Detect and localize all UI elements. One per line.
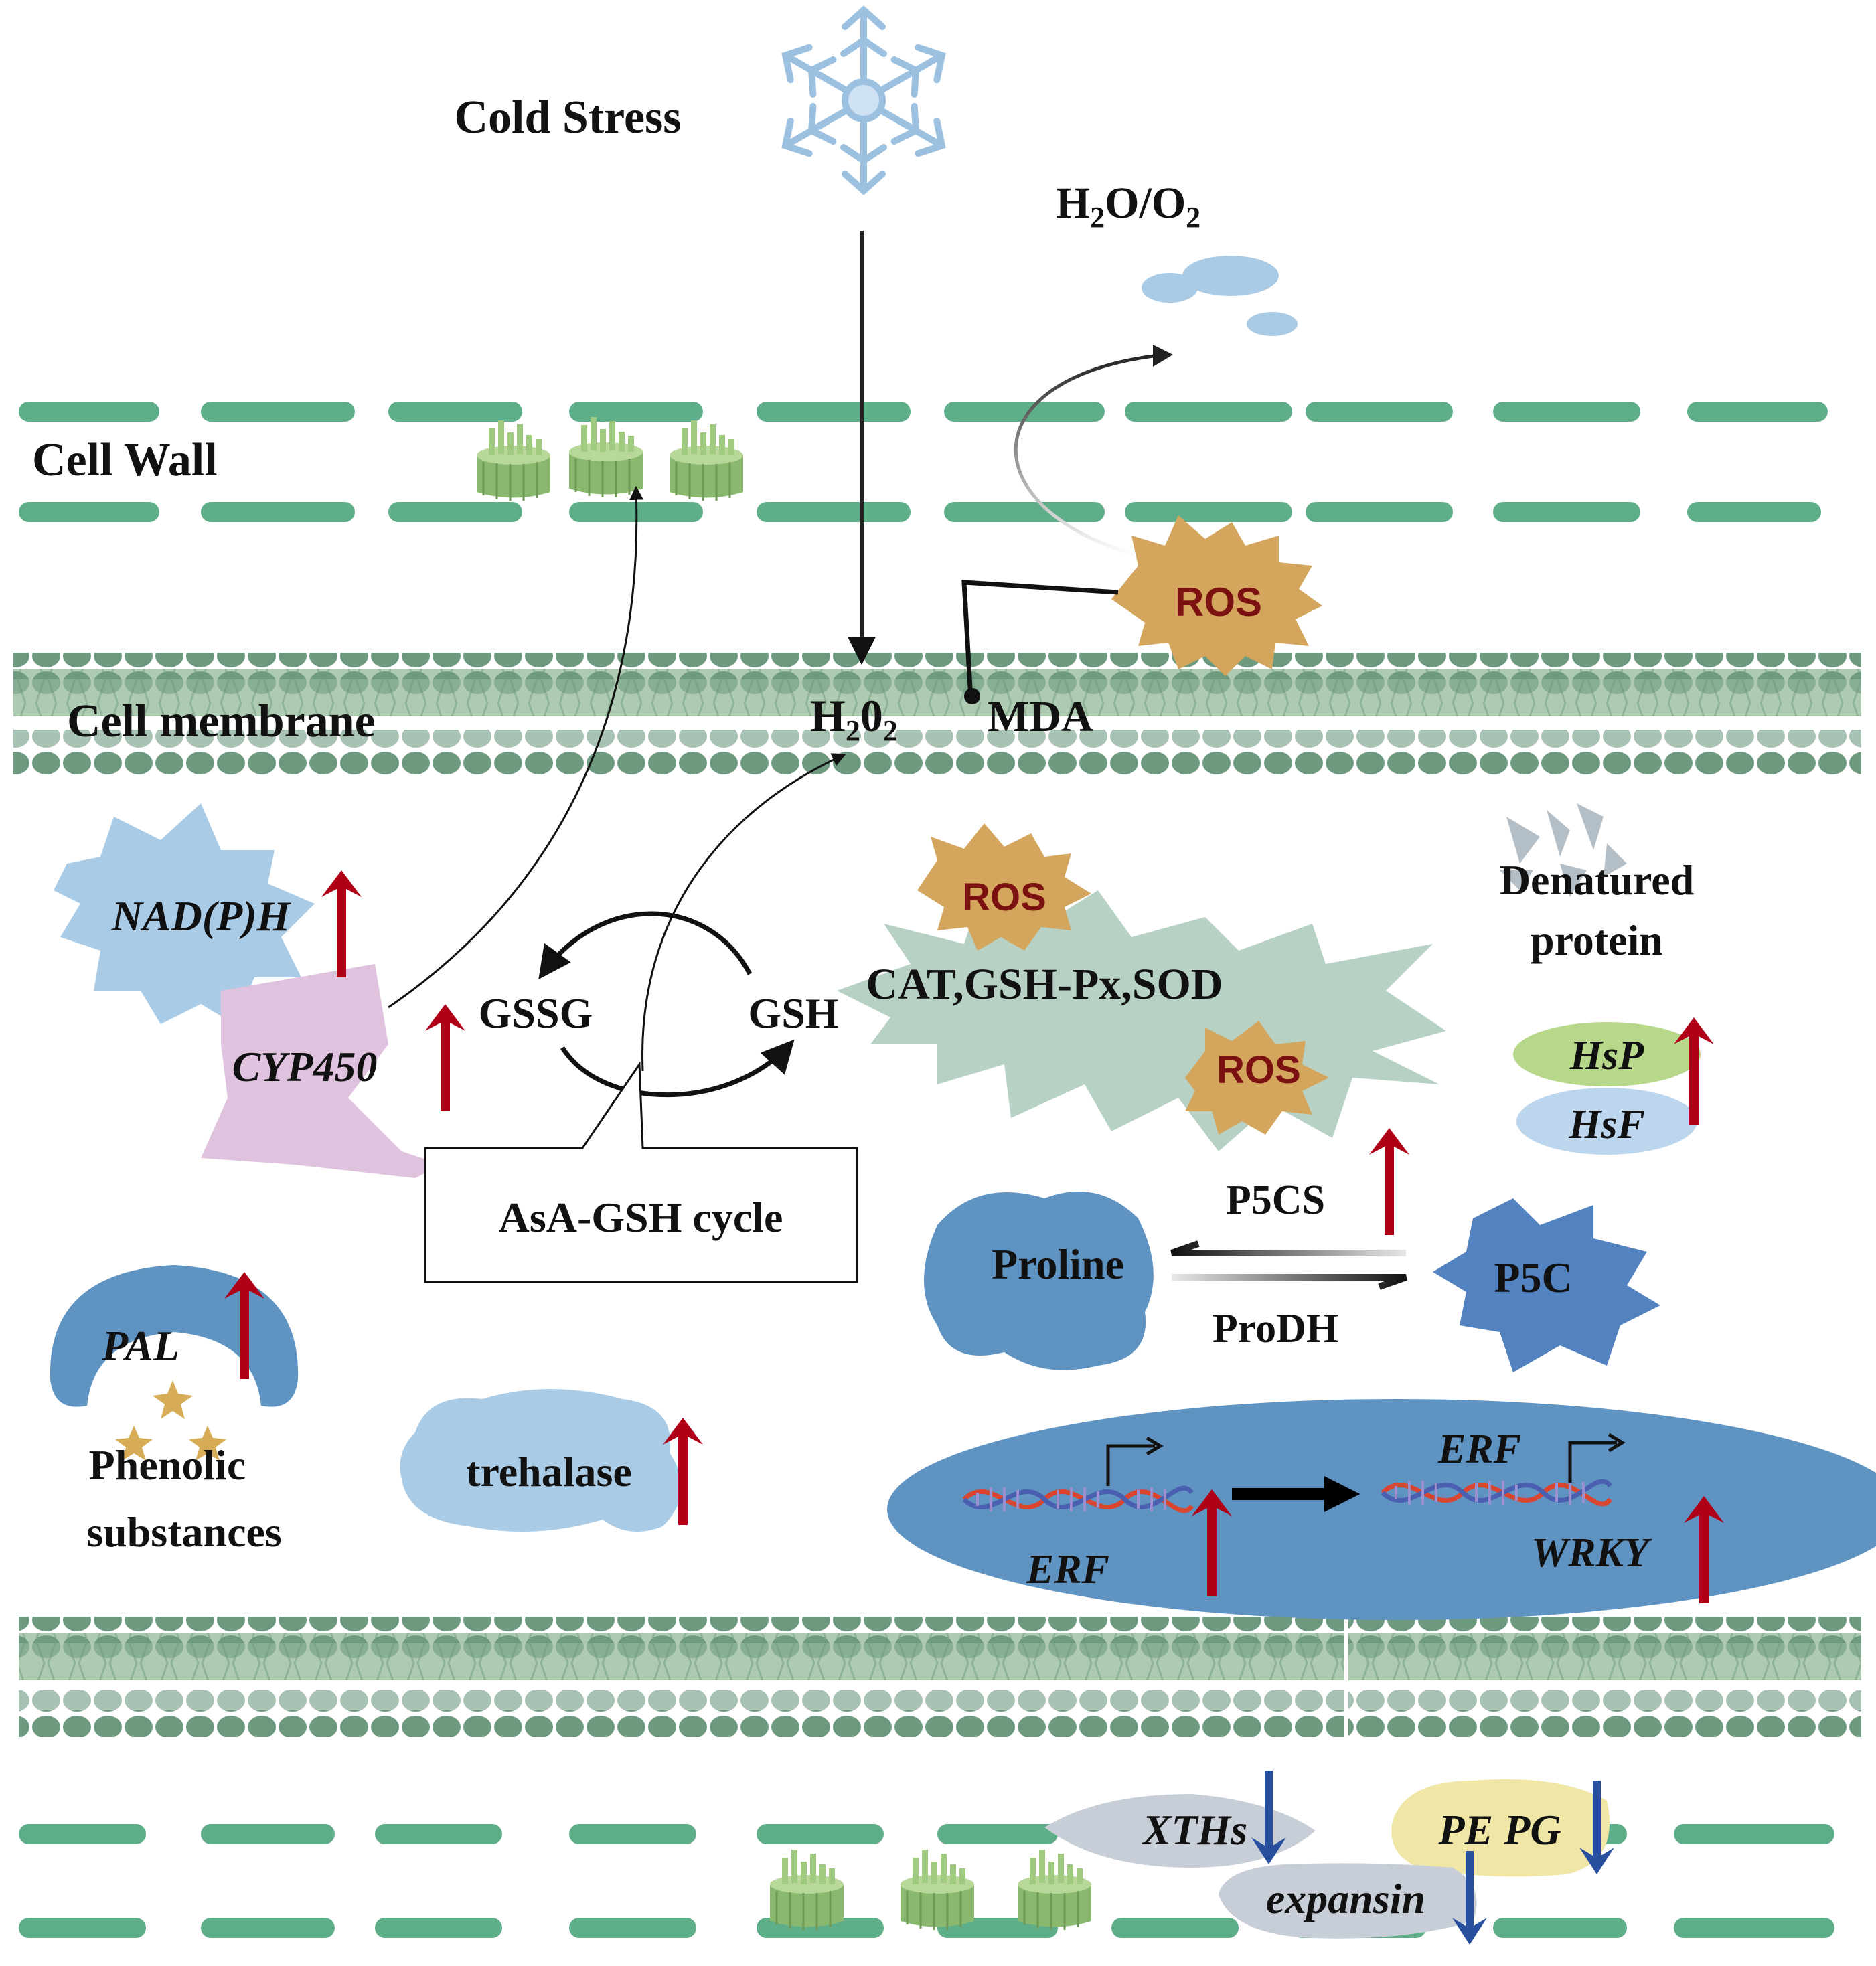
- p5cs-up-arrow-icon: [1369, 1128, 1409, 1235]
- top-cell-membrane: [13, 653, 1861, 776]
- h2o-o2-label: H2O/O2: [1056, 179, 1200, 234]
- gssg-label: GSSG: [479, 989, 593, 1037]
- pe-pg-label: PE PG: [1437, 1806, 1561, 1854]
- bottom-cell-membrane: [19, 1617, 1861, 1737]
- ros-burst-mid-bottom: ROS: [1185, 1021, 1329, 1135]
- link-dot-icon: [964, 688, 980, 704]
- proline-label: Proline: [992, 1240, 1124, 1288]
- denatured-protein-icon: [1500, 803, 1627, 897]
- pepg-shape: [1391, 1779, 1610, 1877]
- cellulose-bundle-icon: [568, 416, 644, 499]
- wrky-label: WRKY: [1531, 1530, 1652, 1576]
- ros-label: ROS: [1175, 580, 1262, 625]
- trehalase-label: trehalase: [466, 1448, 632, 1495]
- prodh-label: ProDH: [1213, 1306, 1338, 1351]
- p5c-shape: [1433, 1198, 1660, 1372]
- gssg-to-gsh-arrow: [560, 1039, 795, 1098]
- water-bubbles-icon: [1142, 256, 1298, 336]
- cellulose-bundle-icon: [769, 1848, 845, 1931]
- cold-stress-label: Cold Stress: [454, 92, 681, 143]
- arrowhead-icon: [1153, 345, 1173, 367]
- nadph-up-arrow-icon: [321, 870, 362, 977]
- gsh-label: GSH: [748, 989, 838, 1037]
- nucleus: [887, 1399, 1876, 1620]
- xths-label: XTHs: [1142, 1806, 1247, 1854]
- cell-wall-label: Cell Wall: [32, 434, 218, 486]
- asa-gsh-cycle-label: AsA-GSH cycle: [499, 1194, 783, 1241]
- proline-shape: [924, 1192, 1154, 1370]
- cellulose-bundle-icon: [668, 419, 745, 502]
- xths-shape: [1044, 1794, 1316, 1868]
- ros-label: ROS: [962, 876, 1046, 919]
- cyp450-to-wall-arrow: [388, 485, 644, 1009]
- p5c-label: P5C: [1494, 1254, 1572, 1301]
- cell-wall-bottom-row: [19, 502, 1821, 522]
- antioxidant-enzymes-label: CAT,GSH-Px,SOD: [866, 960, 1223, 1009]
- cycle-to-h2o2-arrow: [641, 753, 846, 1072]
- cellulose-bundle-icon: [1016, 1848, 1093, 1931]
- ros-burst-top: ROS: [1111, 515, 1322, 676]
- denatured-protein-label-2: protein: [1531, 916, 1663, 964]
- pal-shape: [50, 1265, 299, 1407]
- cell-wall-top-row: [19, 402, 1828, 422]
- erf-label: ERF: [1026, 1547, 1109, 1592]
- phenolic-label-2: substances: [86, 1508, 282, 1556]
- hsf-label: HsF: [1568, 1102, 1645, 1147]
- hsf-shape: [1516, 1088, 1697, 1155]
- cell-membrane-label: Cell membrane: [67, 695, 376, 747]
- cyp450-shape: [201, 964, 442, 1178]
- mda-label: MDA: [988, 692, 1093, 741]
- nadph-label: NAD(P)H: [111, 892, 292, 940]
- equilibrium-arrows: [1170, 1240, 1407, 1290]
- antioxidant-burst: [837, 884, 1446, 1151]
- nadph-shape: [54, 803, 315, 1024]
- asa-gsh-cycle-callout: AsA-GSH cycle: [424, 1061, 858, 1283]
- cell-wall-bottom-top-row: [19, 1824, 1834, 1844]
- expansin-shape: [1219, 1863, 1477, 1939]
- ros-burst-mid-top: ROS: [917, 823, 1091, 951]
- p5cs-label: P5CS: [1226, 1177, 1325, 1223]
- erf-target-label: ERF: [1437, 1426, 1521, 1472]
- hsp-label: HsP: [1569, 1033, 1644, 1078]
- top-cell-wall: [19, 402, 1828, 522]
- cellulose-bundle-icon: [899, 1848, 975, 1931]
- hsp-shape: [1513, 1022, 1701, 1086]
- gsh-to-gssg-arrow: [538, 911, 753, 979]
- pal-label: PAL: [101, 1322, 179, 1370]
- trehalase-shape: [400, 1389, 682, 1532]
- cyp450-up-arrow-icon: [425, 1004, 465, 1111]
- denatured-protein-label-1: Denatured: [1500, 856, 1694, 904]
- snowflake-icon: [775, 5, 952, 191]
- cellulose-bundle-icon: [475, 419, 552, 502]
- expansin-label: expansin: [1266, 1875, 1425, 1922]
- ros-label: ROS: [1217, 1048, 1301, 1092]
- ros-mda-link: [961, 580, 1119, 700]
- phenolic-stars-icon: [115, 1380, 226, 1461]
- h2o2-label: H202: [810, 690, 898, 747]
- cyp450-label: CYP450: [232, 1043, 378, 1090]
- phenolic-label-1: Phenolic: [89, 1441, 246, 1489]
- ros-to-water-arrow: [1014, 353, 1166, 558]
